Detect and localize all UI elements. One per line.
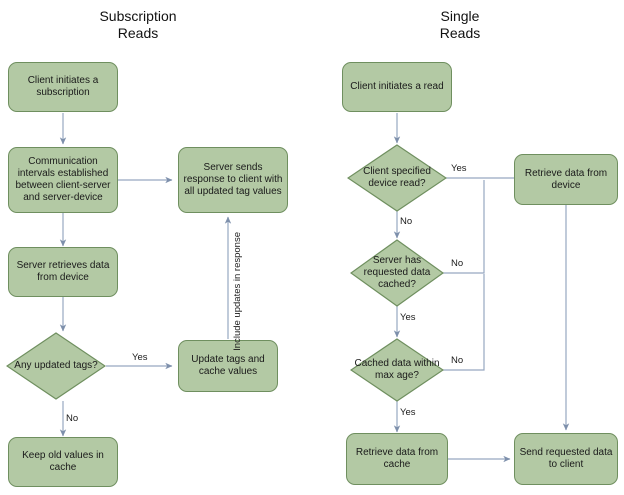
node-label: Server sends response to client with all… xyxy=(183,162,283,197)
edge-label-text: Yes xyxy=(451,163,467,174)
edge-label-any-updated-yes: Yes xyxy=(132,352,148,363)
edge-label-text: No xyxy=(400,216,413,227)
node-send-requested-data-to-client[interactable]: Send requested data to client xyxy=(514,433,618,485)
left-title-line2: Reads xyxy=(117,25,159,41)
edge-label-text: No xyxy=(451,355,464,366)
node-client-specified-device-read[interactable]: Client specified device read? xyxy=(347,144,447,212)
edge-label-text: No xyxy=(66,413,79,424)
right-column-title: Single Reads xyxy=(400,8,520,42)
diamond-shape xyxy=(350,338,444,402)
right-title-line1: Single xyxy=(440,8,480,24)
node-label: Update tags and cache values xyxy=(191,354,265,377)
left-column-title: Subscription Reads xyxy=(78,8,198,42)
edge-label-within-max-age-no: No xyxy=(451,355,463,366)
right-title-line2: Reads xyxy=(439,25,481,41)
node-server-sends-response[interactable]: Server sends response to client with all… xyxy=(178,147,288,213)
diamond-shape xyxy=(347,144,447,212)
node-label: Client specified device read? xyxy=(363,166,431,189)
node-label: Keep old values in cache xyxy=(22,450,104,473)
node-retrieve-data-from-cache[interactable]: Retrieve data from cache xyxy=(346,433,448,485)
node-label: Server retrieves data from device xyxy=(16,260,110,283)
node-label: Client initiates a subscription xyxy=(27,75,99,98)
node-any-updated-tags[interactable]: Any updated tags? xyxy=(6,332,106,400)
node-communication-intervals[interactable]: Communication intervals established betw… xyxy=(8,147,118,213)
edge-label-within-max-age-yes: Yes xyxy=(400,407,416,418)
edge-label-text: Yes xyxy=(400,407,416,418)
node-retrieve-data-from-device[interactable]: Retrieve data from device xyxy=(514,154,618,205)
node-client-initiates-read[interactable]: Client initiates a read xyxy=(342,62,452,112)
node-label: Server has requested data cached? xyxy=(363,255,431,290)
diamond-shape xyxy=(350,239,444,307)
edge-label-include-updates-in-response: Include updates in response xyxy=(232,232,243,351)
edge-label-any-updated-no: No xyxy=(66,413,78,424)
edge-label-client-specified-yes: Yes xyxy=(451,163,467,174)
edge-label-server-cached-no: No xyxy=(451,258,463,269)
node-update-tags-and-cache-values[interactable]: Update tags and cache values xyxy=(178,340,278,392)
edge-label-text: No xyxy=(451,258,464,269)
diamond-shape xyxy=(6,332,106,400)
node-label: Communication intervals established betw… xyxy=(15,156,111,203)
edge-label-text: Include updates in response xyxy=(232,232,243,351)
node-label: Retrieve data from cache xyxy=(355,447,439,470)
node-cached-data-within-max-age[interactable]: Cached data within max age? xyxy=(350,338,444,402)
node-label: Client initiates a read xyxy=(350,81,444,92)
edge-label-client-specified-no: No xyxy=(400,216,412,227)
edge-label-server-cached-yes: Yes xyxy=(400,312,416,323)
node-label: Retrieve data from device xyxy=(524,167,608,191)
node-keep-old-values-in-cache[interactable]: Keep old values in cache xyxy=(8,437,118,487)
left-title-line1: Subscription xyxy=(99,8,177,24)
node-label: Cached data within max age? xyxy=(354,358,440,381)
node-label: Send requested data to client xyxy=(519,447,613,470)
node-server-retrieves-data[interactable]: Server retrieves data from device xyxy=(8,247,118,297)
node-server-has-requested-data-cached[interactable]: Server has requested data cached? xyxy=(350,239,444,307)
edge-label-text: Yes xyxy=(400,312,416,323)
edge-server-cached-no xyxy=(443,180,485,274)
node-label: Any updated tags? xyxy=(14,360,98,371)
node-client-initiates-subscription[interactable]: Client initiates a subscription xyxy=(8,62,118,112)
edge-label-text: Yes xyxy=(132,352,148,363)
edge-within-max-age-no xyxy=(443,274,485,371)
